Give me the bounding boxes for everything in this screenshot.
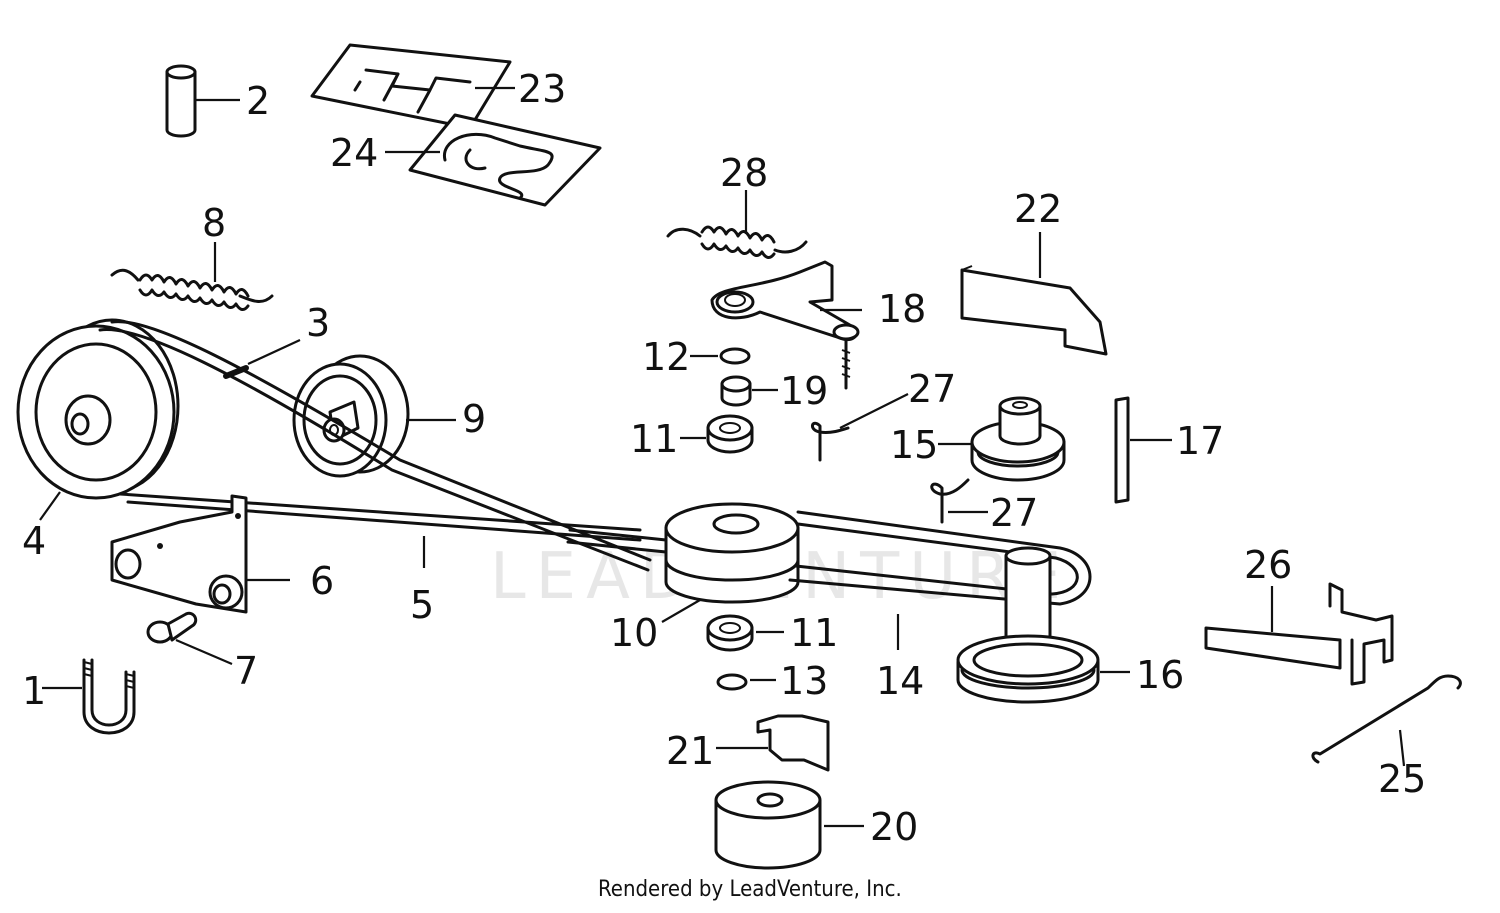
callout-3: 3 — [306, 301, 330, 345]
part-22-bracket — [960, 232, 1108, 356]
callout-19: 19 — [780, 369, 828, 413]
callout-9: 9 — [462, 397, 486, 441]
part-18-idler-arm — [710, 260, 862, 390]
part-6-bracket — [110, 494, 290, 614]
part-28-spring — [666, 190, 808, 259]
part-1-u-bolt — [42, 658, 136, 735]
callout-11-upper: 11 — [630, 417, 678, 461]
part-3-key — [223, 339, 301, 379]
part-21-bracket — [716, 714, 830, 772]
part-12-ring — [690, 347, 751, 365]
callout-23: 23 — [518, 67, 566, 111]
callout-14: 14 — [876, 659, 924, 703]
footer-credit: Rendered by LeadVenture, Inc. — [598, 877, 902, 902]
callout-11-lower: 11 — [790, 611, 838, 655]
part-27-clip-lower — [930, 478, 988, 524]
part-23-plate — [310, 43, 515, 130]
callout-1: 1 — [22, 669, 46, 713]
part-9-idler-pulley — [292, 354, 456, 478]
part-11-bearing-lower — [706, 614, 784, 652]
part-25-rod — [1311, 674, 1462, 767]
callout-6: 6 — [310, 559, 334, 603]
part-7-bolt — [146, 611, 233, 666]
callout-13: 13 — [780, 659, 828, 703]
callout-2: 2 — [246, 79, 270, 123]
part-5-belt — [98, 320, 652, 572]
callout-7: 7 — [234, 649, 258, 693]
callout-10: 10 — [610, 611, 658, 655]
part-19-spacer — [720, 375, 778, 407]
callout-16: 16 — [1136, 653, 1184, 697]
callout-25: 25 — [1378, 757, 1426, 801]
part-24-gasket — [385, 113, 602, 207]
callout-22: 22 — [1014, 187, 1062, 231]
part-20-roller — [714, 780, 864, 870]
part-11-bearing-upper — [680, 414, 754, 454]
callouts: 1 2 3 4 5 6 7 8 9 10 11 11 12 13 14 15 1… — [22, 67, 1426, 849]
part-16-pulley — [956, 546, 1130, 704]
callout-26: 26 — [1244, 543, 1292, 587]
part-4-engine-pulley — [16, 318, 180, 521]
callout-15: 15 — [890, 423, 938, 467]
part-17-key — [1114, 396, 1172, 504]
callout-18: 18 — [878, 287, 926, 331]
callout-21: 21 — [666, 729, 714, 773]
part-13-ring — [716, 673, 776, 691]
callout-20: 20 — [870, 805, 918, 849]
callout-8: 8 — [202, 201, 226, 245]
part-26-bracket — [1204, 582, 1394, 686]
part-8-spring — [110, 242, 274, 311]
part-10-center-pulley — [661, 502, 800, 623]
callout-4: 4 — [22, 519, 46, 563]
callout-27-upper: 27 — [908, 367, 956, 411]
callout-27-lower: 27 — [990, 491, 1038, 535]
callout-5: 5 — [410, 583, 434, 627]
part-14-belt — [566, 510, 1092, 650]
part-2-bushing — [165, 64, 240, 138]
callout-28: 28 — [720, 151, 768, 195]
callout-12: 12 — [642, 335, 690, 379]
callout-24: 24 — [330, 131, 378, 175]
part-15-pulley — [938, 396, 1066, 482]
callout-17: 17 — [1176, 419, 1224, 463]
part-27-clip-upper — [811, 393, 909, 462]
